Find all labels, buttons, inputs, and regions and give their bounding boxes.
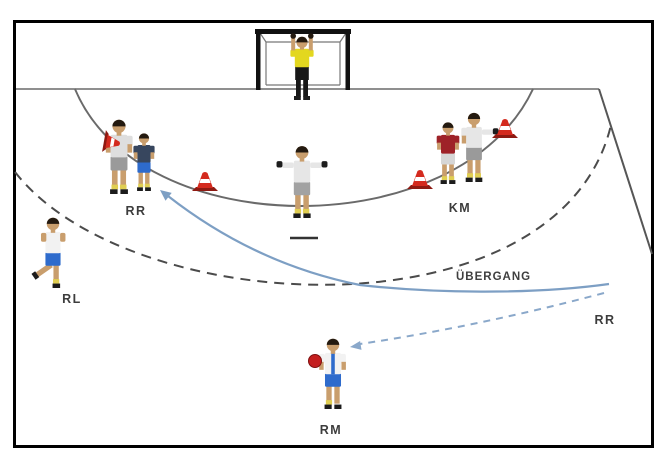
run-arrowhead-icon: [160, 190, 172, 201]
right-sideline: [598, 88, 653, 255]
goal: [255, 29, 351, 90]
player-attacker-rr: [133, 133, 155, 191]
player-defender-right: [461, 112, 499, 182]
player-goalkeeper: [290, 33, 314, 100]
player-defender-center: [276, 146, 328, 218]
held-cone: [102, 130, 120, 152]
cone-left: [192, 172, 218, 191]
nine-meter-dashed-line: [14, 124, 612, 286]
label-rr-left: RR: [125, 204, 146, 218]
goal-left-post: [256, 29, 261, 90]
label-km: KM: [449, 201, 471, 215]
label-rl: RL: [62, 292, 82, 306]
run-arrow: [160, 190, 610, 293]
pass-arrow: [350, 292, 605, 350]
label-rr-right: RR: [594, 313, 615, 327]
label-uebergang: ÜBERGANG: [456, 270, 531, 283]
player-back-rl: [31, 217, 66, 288]
goal-crossbar: [255, 29, 351, 34]
player-pivot-km: [436, 122, 460, 184]
player-back-rm: [319, 338, 346, 409]
cone-center-right: [407, 170, 433, 189]
goal-right-post: [345, 29, 350, 90]
label-rm: RM: [320, 423, 342, 437]
cone-right: [492, 119, 518, 138]
handball: [308, 354, 322, 368]
pass-arrowhead-icon: [350, 341, 362, 350]
